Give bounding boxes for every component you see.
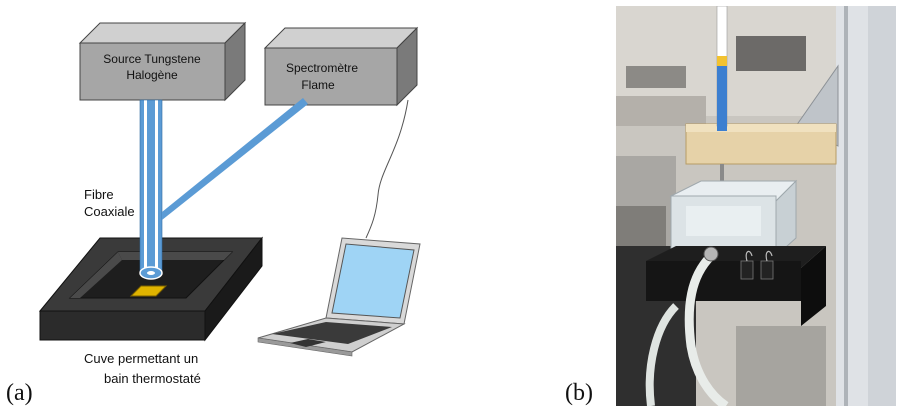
spectrometer-box: Spectromètre Flame <box>263 26 419 107</box>
spectrometer-label-line2: Flame <box>301 78 335 92</box>
panel-a-diagram: Source Tungstene Halogène Spectromètre F… <box>38 21 421 386</box>
sample <box>129 285 168 297</box>
panel-a-label: (a) <box>6 380 33 406</box>
panel-b-photo <box>616 6 896 406</box>
source-box: Source Tungstene Halogène <box>78 21 247 102</box>
tank-label-line1: Cuve permettant un <box>84 351 198 366</box>
fibre-label-line1: Fibre <box>84 187 114 202</box>
coaxial-fibre <box>139 99 163 280</box>
source-label-line1: Source Tungstene <box>103 52 201 66</box>
source-label-line2: Halogène <box>126 68 178 82</box>
usb-cable <box>365 99 409 239</box>
laptop <box>257 237 421 357</box>
spectrometer-label-line1: Spectromètre <box>286 61 358 75</box>
tank-label-line2: bain thermostaté <box>104 371 201 386</box>
panel-b-label: (b) <box>565 380 593 406</box>
fibre-label-line2: Coaxiale <box>84 204 135 219</box>
fibre-branch <box>162 98 308 220</box>
